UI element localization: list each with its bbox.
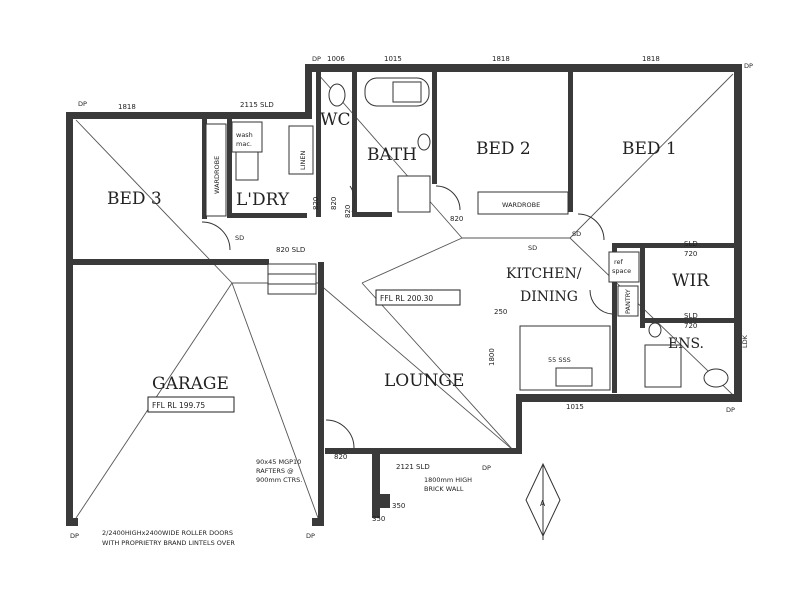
brick-wall-label-2: BRICK WALL <box>424 485 464 493</box>
roller-doors-label-2: WITH PROPRIETRY BRAND LINTELS OVER <box>102 539 235 547</box>
room-label-wc: WC <box>320 110 350 130</box>
pantry-label: PANTRY <box>624 289 632 314</box>
dim-820-d: 820 <box>450 215 463 223</box>
room-label-ldry: L'DRY <box>236 190 290 210</box>
outer-walls <box>66 64 742 526</box>
room-label-bath: BATH <box>367 145 417 165</box>
ref-label-2: space <box>612 267 631 275</box>
room-label-garage: GARAGE <box>152 374 229 394</box>
wash-label-2: mac. <box>236 140 252 148</box>
dp-marker-5: DP <box>482 464 491 472</box>
room-label-dining: DINING <box>520 289 578 305</box>
ref-label-1: ref <box>614 258 624 266</box>
wardrobe-bed3 <box>205 123 227 217</box>
dim-820-sld: 820 SLD <box>276 246 305 254</box>
shower <box>397 175 431 213</box>
wash-label-1: wash <box>236 131 253 139</box>
sld-label-a: SLD <box>684 240 698 248</box>
room-label-lounge: LOUNGE <box>384 371 464 391</box>
north-marker: A <box>540 499 546 508</box>
dim-2115-sld: 2115 SLD <box>240 101 274 109</box>
rafters-label-2: RAFTERS @ <box>256 467 294 475</box>
dim-1818-bed2: 1818 <box>492 55 510 63</box>
rafters-label-3: 900mm CTRS. <box>256 476 302 484</box>
internal-walls <box>73 72 736 393</box>
dim-820-e: 820 <box>334 453 347 461</box>
wardrobe-bed2 <box>477 191 569 215</box>
dim-1818-bed1: 1818 <box>642 55 660 63</box>
sd-marker-2: SD <box>528 244 537 252</box>
dim-1015: 1015 <box>384 55 402 63</box>
wardrobe-label-bed2: WARDROBE <box>502 201 540 209</box>
room-label-ens: ENS. <box>668 336 704 352</box>
room-label-wir: WIR <box>672 271 710 291</box>
room-label-bed3: BED 3 <box>107 189 162 209</box>
room-label-bed1: BED 1 <box>622 139 677 159</box>
sd-marker-3: SD <box>572 230 581 238</box>
dim-250: 250 <box>494 308 507 316</box>
dim-820-a: 820 <box>312 197 320 210</box>
roller-doors-label-1: 2/2400HIGHx2400WIDE ROLLER DOORS <box>102 529 233 537</box>
dp-marker-7: DP <box>306 532 315 540</box>
linen-cupboard <box>288 125 314 175</box>
dim-820-c: 820 <box>344 205 352 218</box>
dim-1015-kitchen: 1015 <box>566 403 584 411</box>
dim-1818-bed3: 1818 <box>118 103 136 111</box>
ldk-marker: LDK <box>741 334 749 348</box>
dp-marker-3: DP <box>744 62 753 70</box>
dp-marker-2: DP <box>312 55 321 63</box>
dim-720-a: 720 <box>684 250 697 258</box>
linen-label: LINEN <box>299 150 307 170</box>
dim-1006: 1006 <box>327 55 345 63</box>
wardrobe-label-bed3: WARDROBE <box>213 156 221 194</box>
sld-label-b: SLD <box>684 312 698 320</box>
floor-level-house: FFL RL 200.30 <box>380 294 433 303</box>
room-label-bed2: BED 2 <box>476 139 531 159</box>
stairs <box>267 263 317 295</box>
brick-wall-label-1: 1800mm HIGH <box>424 476 472 484</box>
door-swings <box>201 185 613 449</box>
room-label-kitchen: KITCHEN/ <box>506 266 582 282</box>
ensuite-shower <box>644 344 682 388</box>
dp-marker-4: DP <box>726 406 735 414</box>
fixtures <box>205 77 729 391</box>
dim-1800: 1800 <box>488 348 496 366</box>
floor-level-garage: FFL RL 199.75 <box>152 401 205 410</box>
north-arrow: A <box>525 462 561 540</box>
fridge-space <box>608 251 640 283</box>
rafters-label-1: 90x45 MGP10 <box>256 458 301 466</box>
dp-marker-1: DP <box>78 100 87 108</box>
dim-820-b: 820 <box>330 197 338 210</box>
dim-2121-sld: 2121 SLD <box>396 463 430 471</box>
dp-marker-6: DP <box>70 532 79 540</box>
dim-350-b: 350 <box>392 502 405 510</box>
pantry <box>617 285 639 317</box>
toilet-wc <box>328 83 346 107</box>
dim-350-a: 350 <box>372 515 385 523</box>
roof-diagonals <box>75 73 734 519</box>
dim-55-sss: 55 SSS <box>548 356 571 364</box>
ensuite-toilet <box>703 368 729 388</box>
dim-720-b: 720 <box>684 322 697 330</box>
sd-marker-1: SD <box>235 234 244 242</box>
